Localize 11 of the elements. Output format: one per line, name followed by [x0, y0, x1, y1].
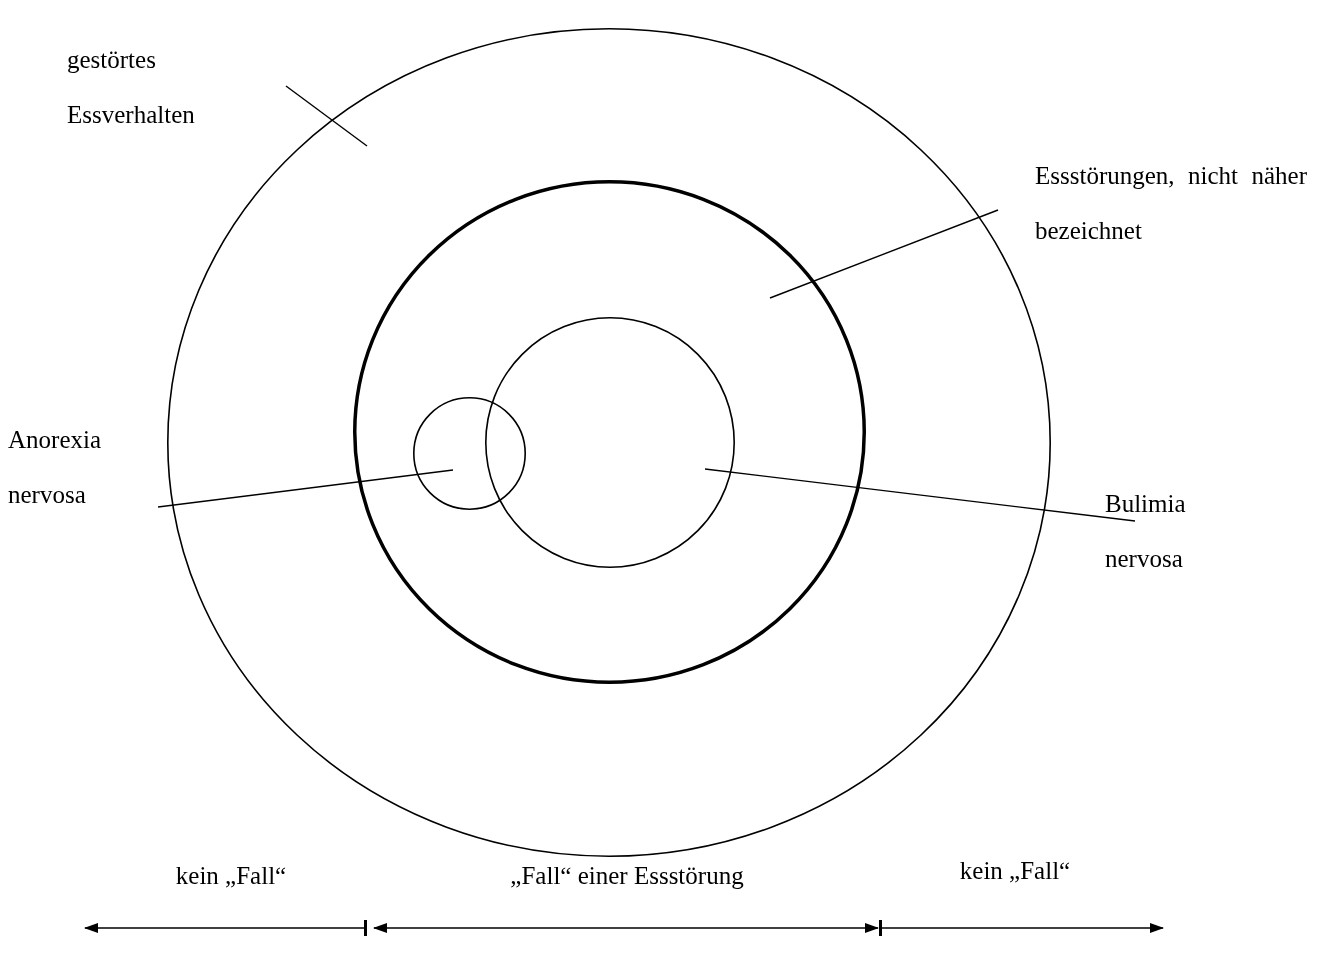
leader-line [157, 469, 454, 508]
label-text: Essstörungen, nicht näher bezeichnet [1035, 148, 1307, 258]
leader-line [704, 468, 1136, 522]
range-label: „Fall“ einer Essstörung [510, 862, 744, 890]
range-label: kein „Fall“ [959, 857, 1071, 885]
leader-line [769, 209, 999, 299]
label-text: gestörtes Essverhalten [67, 32, 242, 142]
range-label: kein „Fall“ [175, 862, 287, 890]
label-text: Bulimia nervosa [1105, 476, 1245, 586]
leader-line [285, 85, 368, 147]
label-text: Anorexia nervosa [8, 412, 148, 522]
